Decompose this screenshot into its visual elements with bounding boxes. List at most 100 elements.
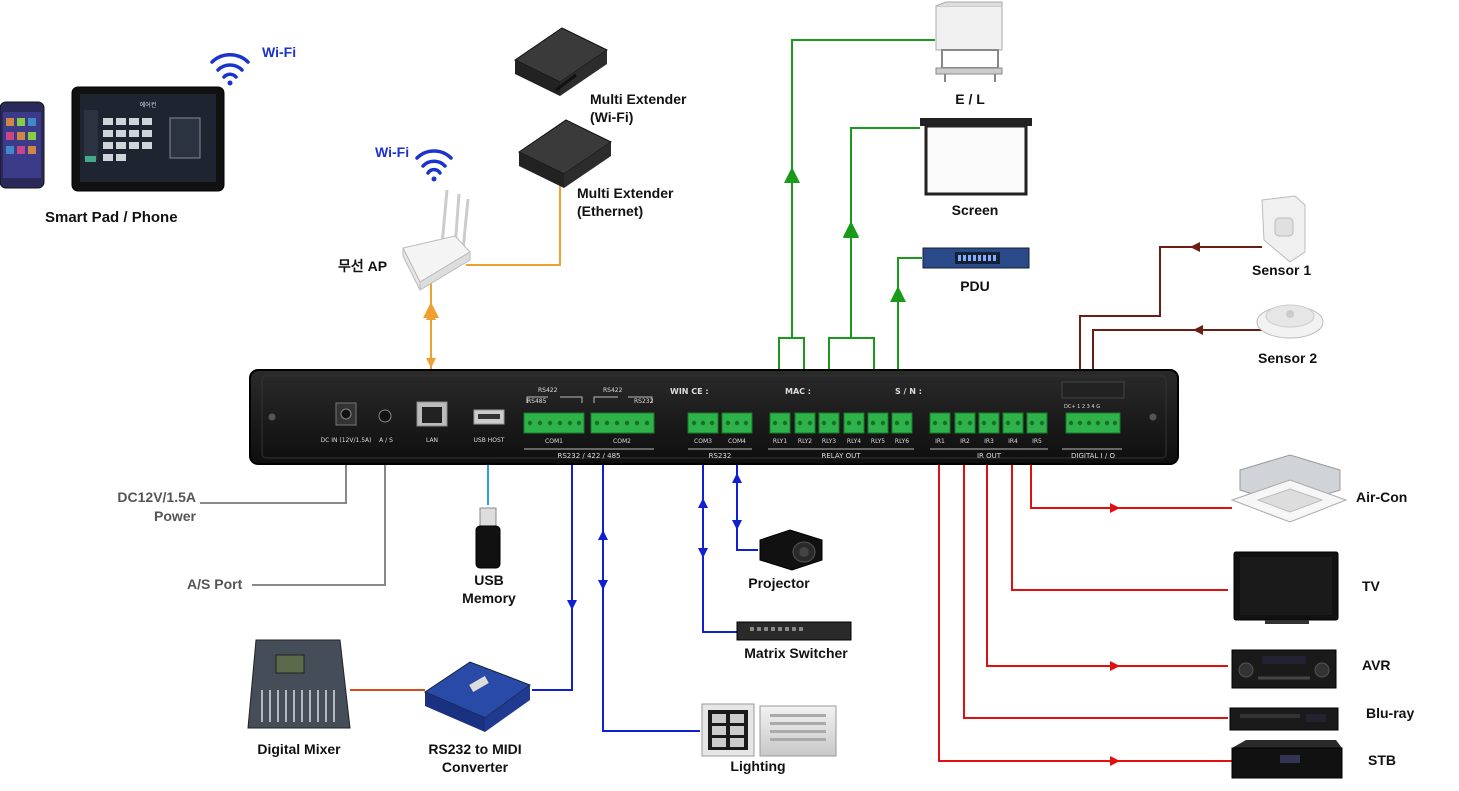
blue-arrow-7 (732, 520, 742, 530)
panel-com4-label: COM4 (728, 438, 746, 445)
wifi-dot-top (227, 80, 233, 86)
panel-relay-5: RLY5 (870, 438, 886, 445)
blue-arrow-5 (698, 548, 708, 558)
multi-extender-eth-label-1: Multi Extender (577, 185, 674, 201)
phone-device (0, 101, 45, 189)
matrix-switcher-device (736, 621, 852, 641)
aircon-device (1230, 454, 1348, 523)
panel-rs232-group-label: RS232 (708, 452, 732, 460)
lan-arrow-down (426, 358, 436, 368)
panel-relay-1: RLY1 (772, 438, 788, 445)
wifi-icon-top (210, 53, 250, 79)
power-label-2: Power (153, 508, 196, 524)
sensor2-device (1256, 304, 1324, 339)
tv-device (1233, 551, 1339, 624)
lighting-device (701, 703, 837, 757)
red-ir-lines (938, 440, 1232, 762)
panel-lan-label: LAN (425, 437, 439, 444)
tv-label: TV (1362, 578, 1380, 594)
avr-label: AVR (1362, 657, 1391, 673)
projector-label: Projector (748, 575, 810, 591)
digital-mixer-label: Digital Mixer (257, 741, 341, 757)
panel-ir-5: IR5 (1032, 438, 1042, 445)
screen-label: Screen (951, 202, 999, 218)
panel-rs232-small-label: RS232 (634, 398, 654, 405)
lighting-label: Lighting (730, 758, 786, 774)
panel-digital-pins-label: DC+ 1 2 3 4 G (1064, 404, 1101, 410)
blue-arrow-2 (598, 530, 608, 540)
stb-label: STB (1368, 752, 1396, 768)
power-label-1: DC12V/1.5A (117, 489, 196, 505)
blue-arrow-6 (732, 473, 742, 483)
wifi-icon-ap (415, 149, 453, 175)
panel-rs422-label: RS422 (538, 387, 558, 394)
panel-dc-in-label: DC IN (12V/1.5A) (320, 437, 372, 444)
midi-converter-device (423, 661, 532, 732)
brown-arrows (1190, 242, 1203, 335)
bluray-device (1229, 707, 1339, 731)
access-point-label: 무선 AP (338, 258, 388, 274)
terminal-blocks (523, 412, 1121, 434)
blue-arrow-1 (567, 600, 577, 610)
multi-extender-wifi-label-2: (Wi-Fi) (590, 109, 634, 125)
bluray-label: Blu-ray (1366, 705, 1415, 721)
tablet-screen-title: 에어컨 (139, 102, 157, 109)
panel-rs485-label: RS485 (527, 398, 547, 405)
sensor2-label: Sensor 2 (1258, 350, 1318, 366)
panel-wince-label: WIN CE : (670, 387, 709, 396)
blue-arrow-3 (598, 580, 608, 590)
multi-extender-eth-device (518, 119, 612, 188)
el-label: E / L (955, 91, 985, 107)
avr-device (1231, 649, 1337, 689)
midi-converter-label-1: RS232 to MIDI (428, 741, 522, 757)
multi-extender-wifi-label-1: Multi Extender (590, 91, 687, 107)
smart-pad-label: Smart Pad / Phone (45, 209, 178, 226)
access-point-device (402, 189, 471, 291)
el-device (935, 1, 1003, 82)
panel-sn-label: S / N : (895, 387, 922, 396)
wifi-dot-ap (431, 176, 437, 182)
panel-ir-4: IR4 (1008, 438, 1018, 445)
digital-mixer-device (247, 639, 351, 729)
as-port-label: A/S Port (187, 576, 243, 592)
panel-com2-label: COM2 (613, 438, 631, 445)
controller-panel (249, 369, 1179, 465)
midi-converter-label-2: Converter (441, 759, 509, 775)
panel-digital-group-label: DIGITAL I / O (1071, 452, 1115, 460)
panel-relay-group-label: RELAY OUT (821, 452, 861, 460)
projector-device (759, 529, 823, 571)
panel-usb-host-label: USB HOST (473, 437, 505, 444)
panel-com1-label: COM1 (545, 438, 563, 445)
wifi-label-ap: Wi-Fi (375, 144, 410, 160)
orange-lan-lines (423, 185, 561, 398)
panel-ir-3: IR3 (984, 438, 994, 445)
sensor1-label: Sensor 1 (1252, 262, 1312, 278)
tablet-device (71, 86, 225, 192)
pdu-device (922, 247, 1030, 269)
panel-as-label: A / S (379, 437, 393, 444)
lan-arrow-up (426, 310, 436, 320)
panel-relay-2: RLY2 (797, 438, 813, 445)
pdu-label: PDU (960, 278, 990, 294)
matrix-switcher-label: Matrix Switcher (744, 645, 848, 661)
panel-com3-label: COM3 (694, 438, 712, 445)
aircon-label: Air-Con (1356, 489, 1408, 505)
panel-relay-4: RLY4 (846, 438, 862, 445)
panel-rs-group-label: RS232 / 422 / 485 (557, 452, 621, 460)
panel-ir-1: IR1 (935, 438, 945, 445)
green-relay-lines (778, 39, 935, 410)
stb-device (1231, 740, 1343, 779)
multi-extender-wifi-device (514, 27, 608, 96)
terminal-screws (527, 420, 1118, 426)
usb-memory-device (475, 507, 501, 569)
screen-device (920, 118, 1032, 196)
panel-relay-6: RLY6 (894, 438, 910, 445)
sensor1-device (1261, 195, 1306, 263)
panel-mac-label: MAC : (785, 387, 812, 396)
panel-relay-3: RLY3 (821, 438, 837, 445)
usb-label-1: USB (474, 572, 504, 588)
panel-ir-2: IR2 (960, 438, 970, 445)
wifi-label-top: Wi-Fi (262, 44, 297, 60)
blue-rs232-lines (532, 440, 758, 732)
